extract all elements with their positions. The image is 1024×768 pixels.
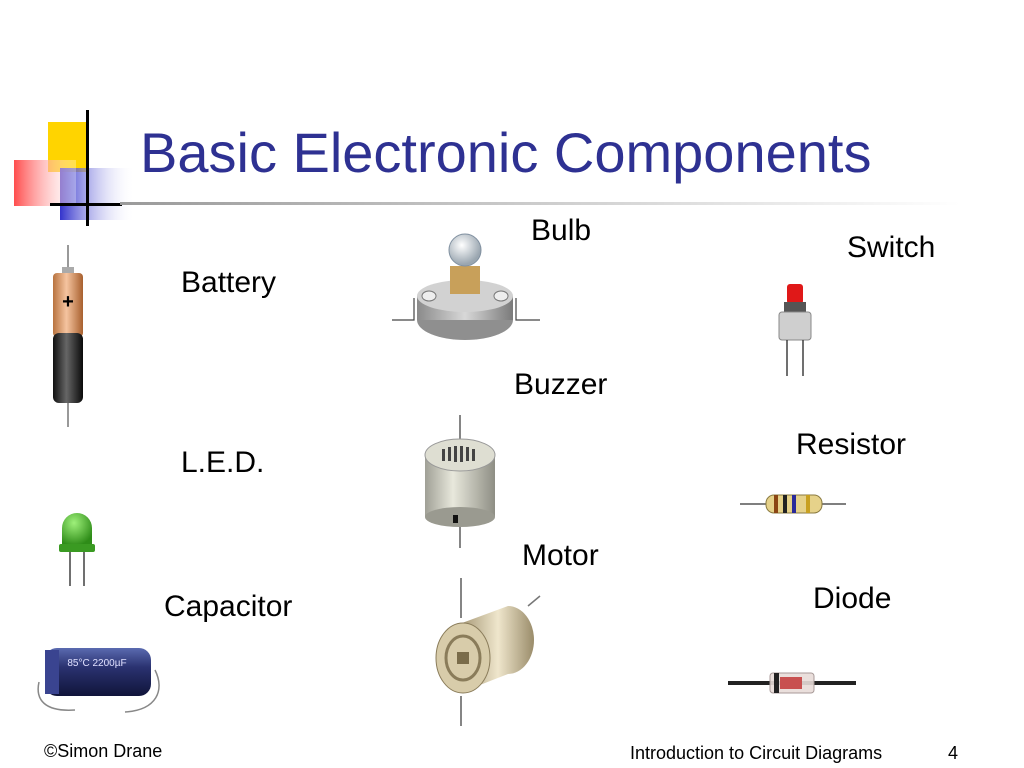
- label-switch: Switch: [847, 231, 936, 264]
- capacitor-icon: 85°C 2200µF: [37, 648, 160, 713]
- label-battery: Battery: [181, 266, 277, 299]
- footer-author: ©Simon Drane: [44, 741, 163, 761]
- svg-text:85°C 2200µF: 85°C 2200µF: [67, 658, 126, 669]
- title-underline: [120, 202, 960, 205]
- switch-icon: [778, 284, 812, 376]
- page-title: Basic Electronic Components: [140, 121, 872, 184]
- motor-icon: [435, 578, 541, 726]
- label-resistor: Resistor: [796, 428, 907, 461]
- label-diode: Diode: [813, 582, 892, 615]
- label-bulb: Bulb: [531, 214, 592, 247]
- label-buzzer: Buzzer: [514, 368, 608, 401]
- battery-icon: +: [53, 245, 83, 427]
- label-led: L.E.D.: [181, 446, 265, 479]
- battery-plus-label: +: [62, 291, 74, 313]
- title-decoration: [14, 110, 135, 226]
- bulb-icon: [392, 233, 540, 340]
- led-icon: [59, 513, 95, 586]
- page-number: 4: [948, 743, 959, 763]
- footer-course-title: Introduction to Circuit Diagrams: [630, 743, 883, 763]
- label-motor: Motor: [522, 539, 599, 572]
- diode-icon: [728, 672, 856, 694]
- label-capacitor: Capacitor: [164, 590, 293, 623]
- resistor-icon: [740, 494, 846, 514]
- buzzer-icon: [424, 415, 496, 548]
